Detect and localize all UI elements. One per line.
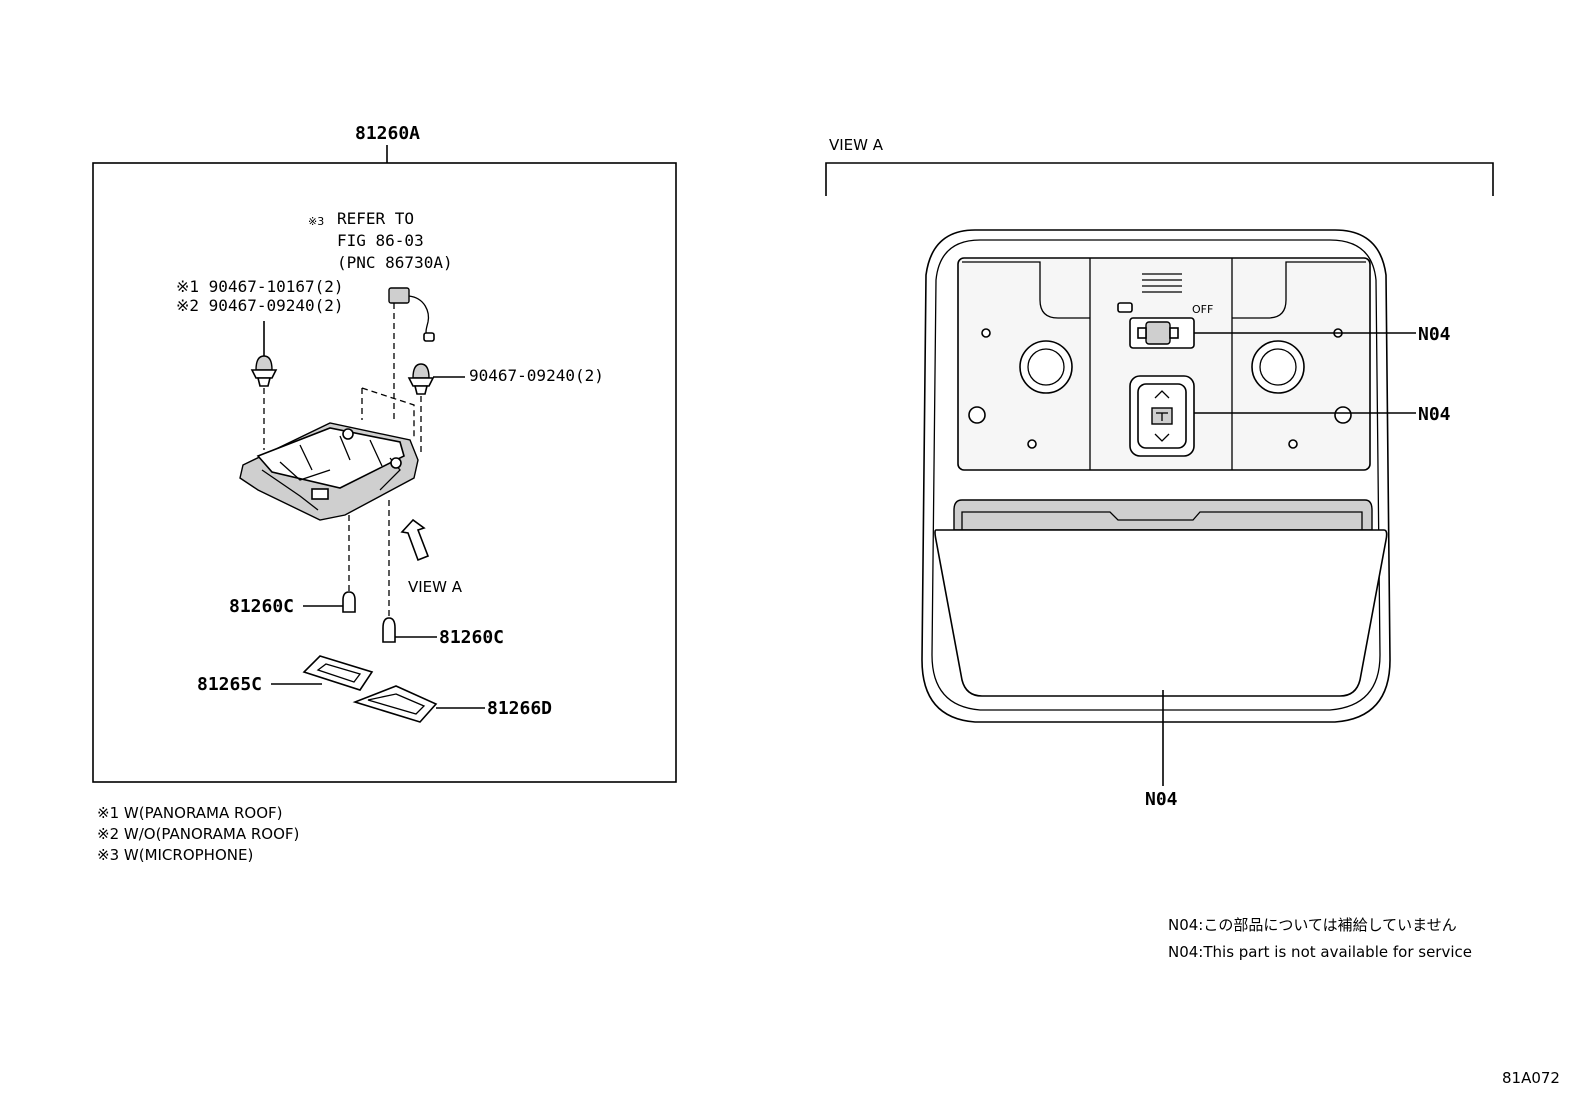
callout-n04-holder: N04 — [1145, 789, 1178, 810]
bulb-right-label: 81260C — [439, 627, 504, 648]
sunroof-switch — [1129, 375, 1195, 457]
bulb-left: 81260C — [229, 515, 356, 617]
clip-right — [407, 363, 465, 455]
footnote-1: ※1 W(PANORAMA ROOF) — [97, 804, 283, 822]
service-note-en: N04:This part is not available for servi… — [1168, 943, 1472, 961]
footnote-2: ※2 W/O(PANORAMA ROOF) — [97, 825, 299, 843]
assembly-section: 81260A ※3 REFER TO FIG 86-03 (PNC 86730A… — [92, 123, 677, 783]
service-note-jp: N04:この部品については補給していません — [1168, 916, 1457, 934]
lens-right-label: 81266D — [487, 698, 552, 719]
assembly-frame — [92, 162, 677, 783]
figure-code: 81A072 — [1502, 1069, 1560, 1087]
clip-part-number-1: ※1 90467-10167(2) — [176, 277, 344, 296]
view-a-arrow: VIEW A — [400, 518, 463, 596]
main-part-number: 81260A — [355, 123, 420, 144]
bulb-right: 81260C — [382, 500, 504, 648]
footnotes: ※1 W(PANORAMA ROOF) ※2 W/O(PANORAMA ROOF… — [97, 804, 299, 864]
lens-right: 81266D — [352, 685, 552, 723]
lens-left: 81265C — [197, 655, 374, 695]
sunglasses-holder — [934, 499, 1388, 697]
switch-off-label: OFF — [1192, 303, 1213, 316]
svg-text:(PNC 86730A): (PNC 86730A) — [337, 253, 453, 272]
clip-left — [250, 321, 278, 450]
lens-left-label: 81265C — [197, 674, 262, 695]
svg-text:REFER TO: REFER TO — [337, 209, 414, 228]
svg-text:VIEW A: VIEW A — [408, 578, 463, 596]
bulb-left-label: 81260C — [229, 596, 294, 617]
microphone-connector — [388, 287, 435, 420]
svg-text:※3: ※3 — [308, 215, 324, 228]
map-lamp-housing — [239, 422, 419, 521]
clip-part-number-right: 90467-09240(2) — [469, 366, 604, 385]
callout-n04-sunroof-switch: N04 — [1418, 404, 1451, 425]
view-a-section: VIEW A OFF — [825, 136, 1494, 810]
clip-part-number-2: ※2 90467-09240(2) — [176, 296, 344, 315]
refer-note: ※3 REFER TO FIG 86-03 (PNC 86730A) — [308, 209, 453, 272]
view-a-title: VIEW A — [829, 136, 884, 154]
footnote-3: ※3 W(MICROPHONE) — [97, 846, 253, 864]
microphone-grille — [1142, 273, 1182, 293]
console-upper-panel — [957, 257, 1371, 471]
callout-n04-lamp-switch: N04 — [1418, 324, 1451, 345]
service-notes: N04:この部品については補給していません N04:This part is n… — [1168, 916, 1472, 961]
svg-text:FIG 86-03: FIG 86-03 — [337, 231, 424, 250]
lamp-switch: OFF — [1117, 302, 1213, 349]
